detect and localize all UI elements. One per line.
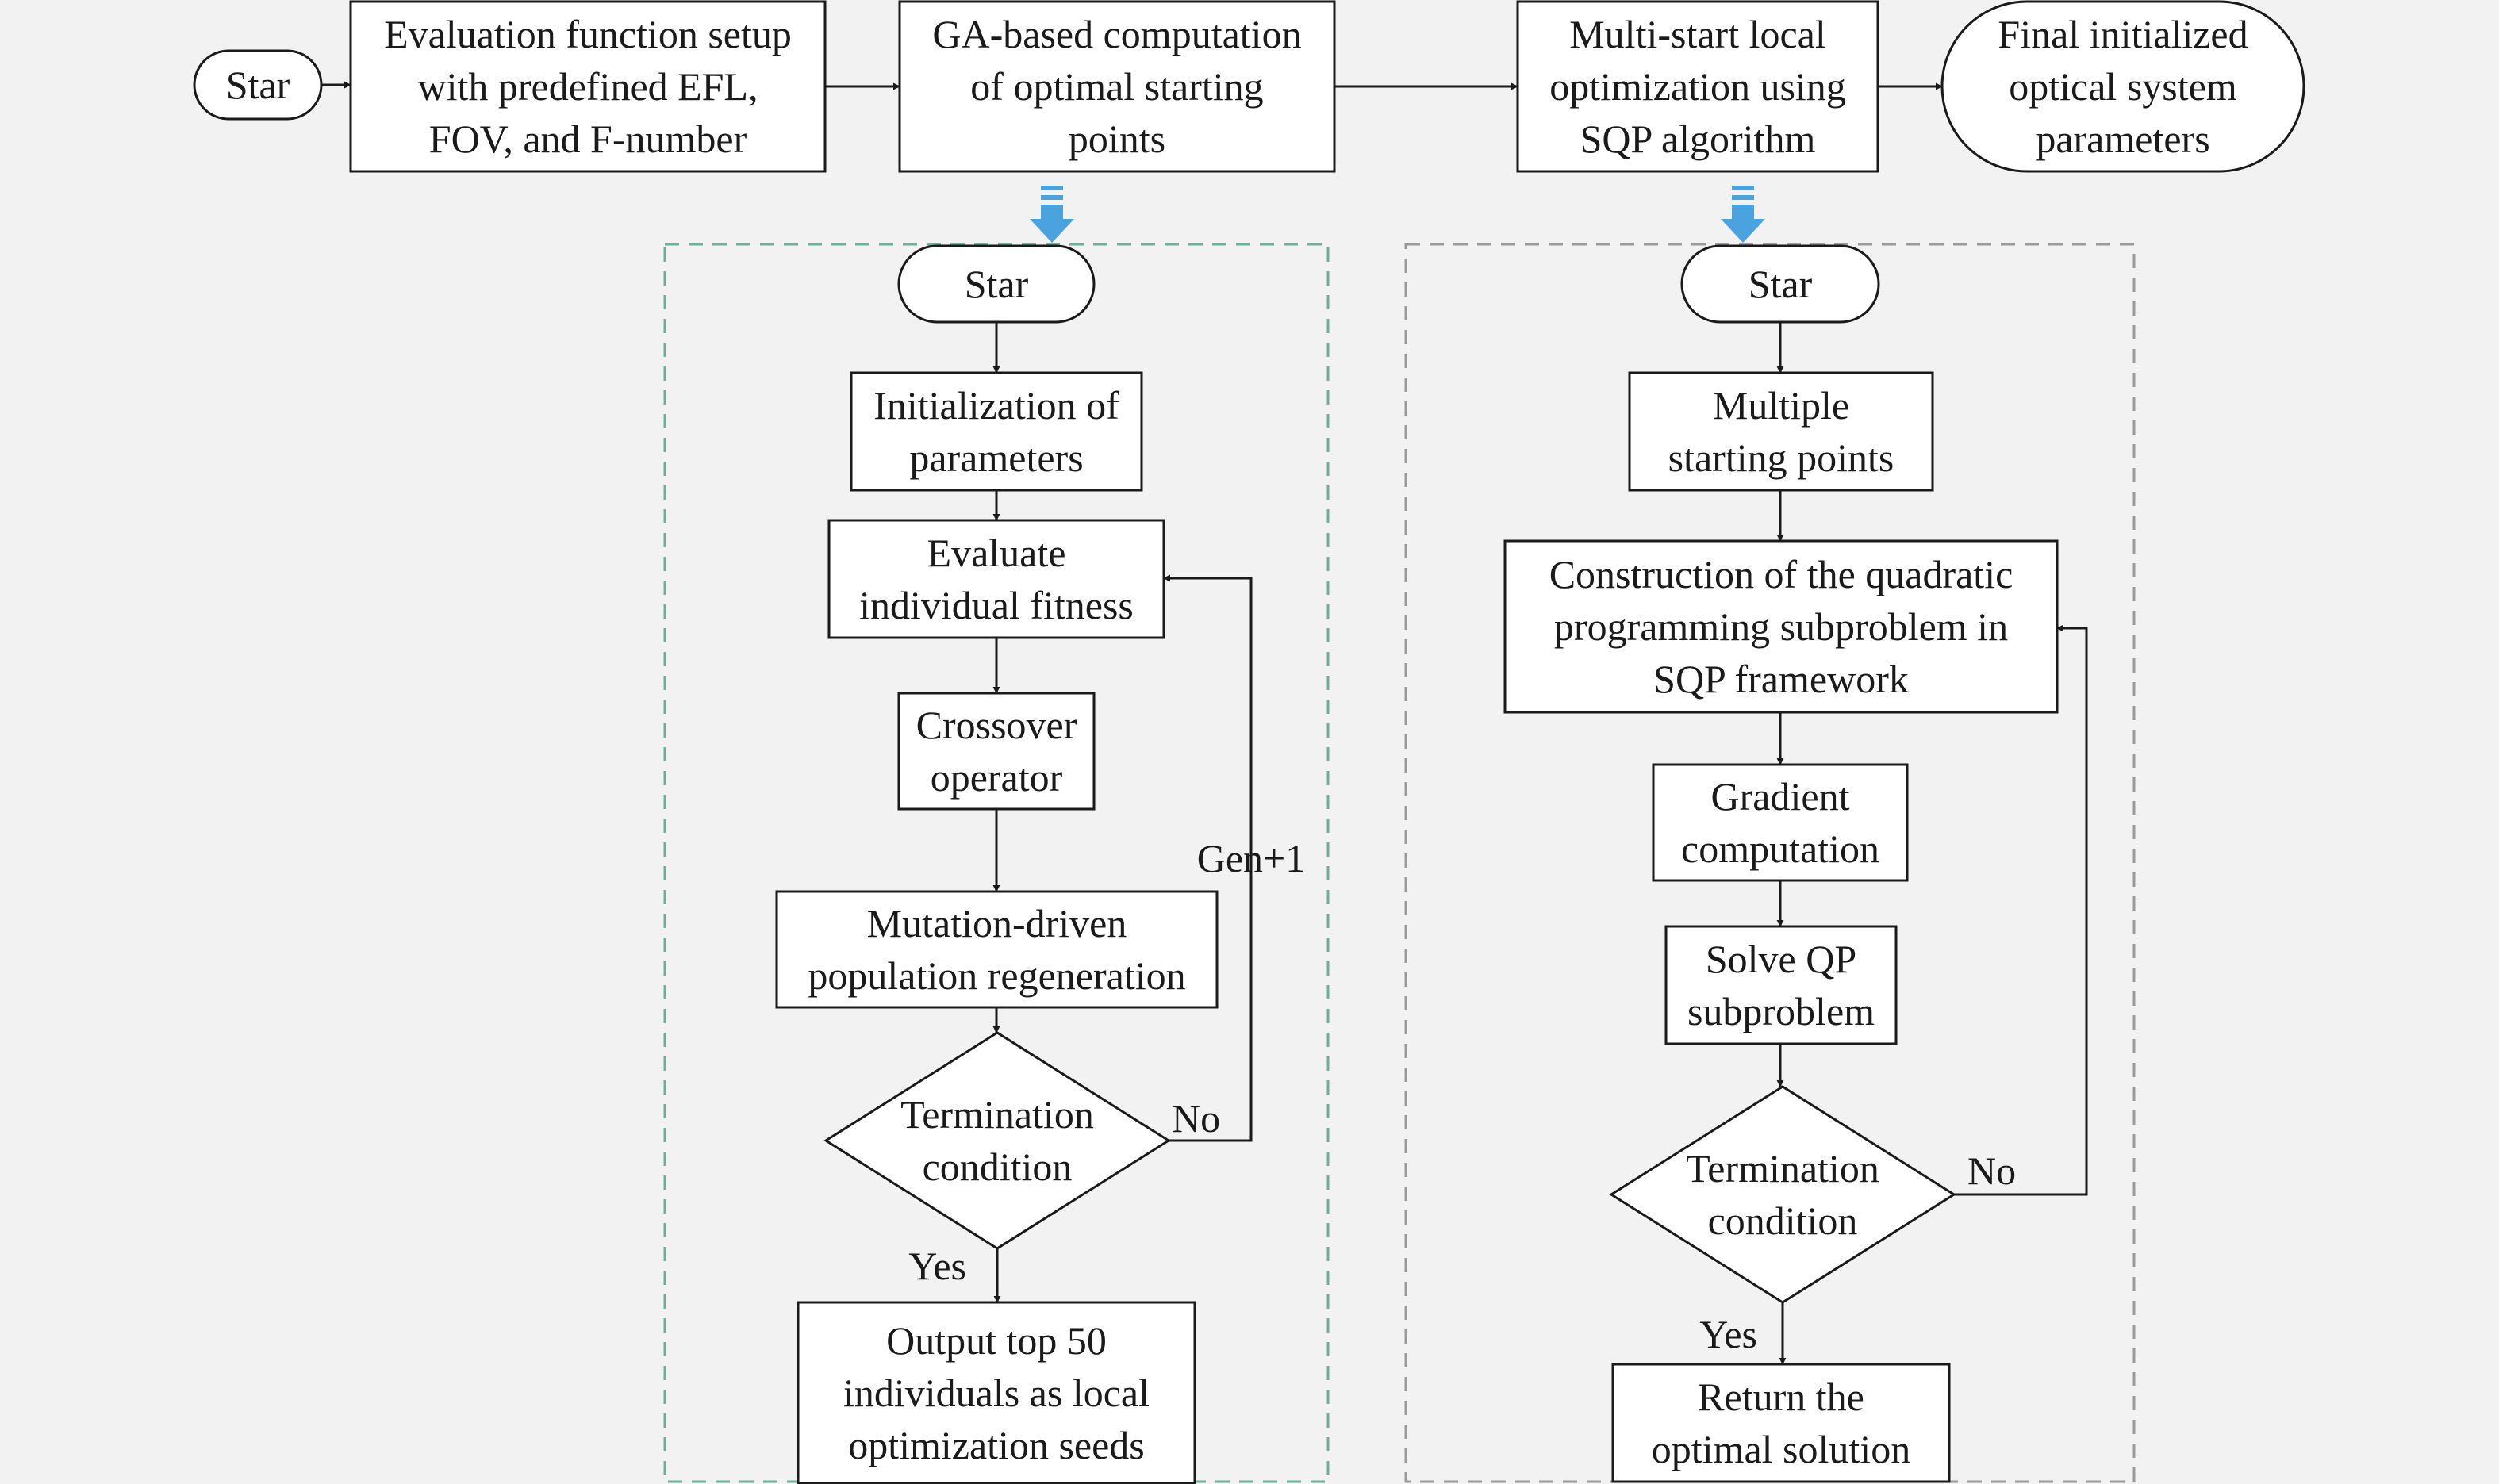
top-start-terminal-label-line: Star — [226, 63, 290, 107]
sqp-return-box-label-line: optimal solution — [1652, 1427, 1910, 1471]
sqp-gradient-box: Gradient computation — [1652, 763, 1909, 882]
drilldown-arrow-ga-icon — [1030, 186, 1074, 243]
ga-evaluate-box: Evaluate individual fitness — [827, 519, 1165, 639]
sqp-termination-diamond: Termination condition — [1609, 1085, 1956, 1304]
ga-evaluate-box-label-line: individual fitness — [859, 583, 1134, 627]
sqp-return-box: Return the optimal solution — [1611, 1363, 1951, 1483]
multistart-sqp-box-label-line: optimization using — [1549, 64, 1846, 109]
ga-init-box-label-line: Initialization of — [873, 383, 1119, 428]
ga-mutation-box-label-line: Mutation-driven — [867, 901, 1127, 945]
sqp-solve-box-label-line: Solve QP — [1706, 937, 1856, 981]
ga-computation-box-label-line: points — [1069, 117, 1165, 161]
sqp-termination-diamond-label-line: condition — [1708, 1198, 1858, 1243]
sqp-multiple-box-label-line: starting points — [1668, 435, 1894, 480]
sqp-yes-label: Yes — [1699, 1312, 1757, 1356]
sqp-solve-box-label-line: subproblem — [1687, 989, 1875, 1033]
eval-setup-box-label-line: FOV, and F-number — [429, 117, 747, 161]
ga-termination-diamond-label-line: Termination — [900, 1092, 1094, 1137]
flow-connectors — [321, 81, 2088, 1365]
ga-init-box-label-line: parameters — [909, 435, 1083, 480]
final-params-terminal-label-line: Final initialized — [1998, 12, 2248, 56]
ga-no-label: No — [1172, 1096, 1220, 1141]
ga-evaluate-box-label-line: Evaluate — [927, 531, 1066, 575]
ga-crossover-box: Crossover operator — [897, 692, 1096, 811]
multistart-sqp-box-label-line: Multi-start local — [1569, 12, 1826, 56]
sqp-construct-box: Construction of the quadratic programming… — [1503, 539, 2059, 714]
sqp-subprocess-frame — [1404, 243, 2136, 1483]
final-params-terminal-label-line: parameters — [2036, 117, 2209, 161]
sqp-start-terminal-label-line: Star — [1749, 262, 1813, 306]
ga-loop-gen-label: Gen+1 — [1197, 836, 1306, 880]
ga-yes-label: Yes — [908, 1244, 966, 1288]
ga-init-box: Initialization of parameters — [850, 371, 1143, 492]
ga-mutation-box: Mutation-driven population regeneration — [775, 890, 1219, 1009]
ga-termination-diamond-label-line: condition — [923, 1145, 1073, 1189]
final-params-terminal: Final initialized optical system parameter… — [1940, 0, 2305, 173]
ga-start-terminal: Star — [897, 244, 1096, 324]
ga-computation-box-label-line: of optimal starting — [970, 64, 1263, 109]
ga-mutation-box-label-line: population regeneration — [808, 953, 1185, 998]
sqp-no-label: No — [1967, 1148, 2016, 1193]
ga-crossover-box-label-line: Crossover — [916, 703, 1077, 747]
sqp-termination-diamond-label-line: Termination — [1686, 1146, 1879, 1191]
edge-ga-loop-back — [1163, 574, 1253, 1142]
eval-setup-box-label-line: with predefined EFL, — [417, 64, 758, 109]
sqp-multiple-box-label-line: Multiple — [1713, 383, 1849, 428]
sqp-gradient-box-label-line: computation — [1681, 826, 1879, 871]
ga-output-box-label-line: individuals as local — [843, 1371, 1150, 1415]
ga-crossover-box-label-line: operator — [931, 755, 1063, 800]
final-params-terminal-label-line: optical system — [2009, 64, 2237, 109]
top-start-terminal: Star — [193, 49, 323, 121]
sqp-start-terminal: Star — [1680, 244, 1880, 324]
ga-output-box-label-line: optimization seeds — [848, 1423, 1145, 1467]
sqp-construct-box-label-line: programming subproblem in — [1554, 604, 2008, 649]
ga-termination-diamond: Termination condition — [823, 1031, 1171, 1250]
drilldown-arrow-sqp-icon — [1721, 186, 1765, 243]
flow-nodes: Star Evaluation function setup with predef… — [193, 0, 2305, 1484]
ga-output-box-label-line: Output top 50 — [886, 1318, 1107, 1363]
ga-computation-box-label-line: GA-based computation — [932, 12, 1301, 56]
sqp-return-box-label-line: Return the — [1698, 1375, 1864, 1419]
eval-setup-box-label-line: Evaluation function setup — [384, 12, 792, 56]
ga-start-terminal-label-line: Star — [965, 262, 1029, 306]
sqp-multiple-box: Multiple starting points — [1628, 371, 1934, 492]
sqp-construct-box-label-line: Construction of the quadratic — [1549, 552, 2013, 596]
sqp-construct-box-label-line: SQP framework — [1653, 657, 1909, 701]
sqp-solve-box: Solve QP subproblem — [1664, 925, 1898, 1045]
eval-setup-box: Evaluation function setup with predefined… — [349, 0, 827, 173]
multistart-sqp-box-label-line: SQP algorithm — [1580, 117, 1816, 161]
ga-output-box: Output top 50 individuals as local optimiz… — [797, 1301, 1196, 1484]
edge-sqp-loop-back — [1954, 624, 2088, 1196]
sqp-gradient-box-label-line: Gradient — [1711, 774, 1850, 819]
ga-computation-box: GA-based computation of optimal starting p… — [898, 0, 1336, 173]
